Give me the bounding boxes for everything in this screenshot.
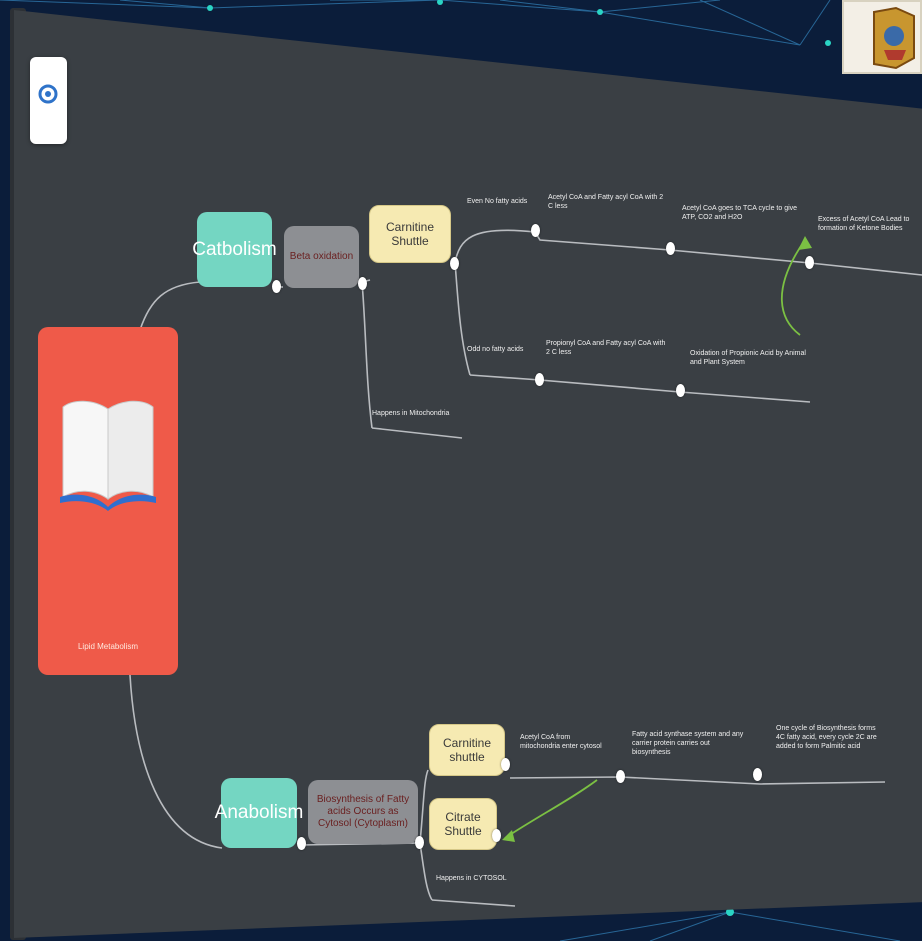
root-label: Lipid Metabolism (77, 642, 139, 651)
even-step3[interactable]: Excess of Acetyl CoA Lead to formation o… (818, 216, 910, 232)
collapse-dot[interactable] (676, 384, 685, 397)
corner-logo (842, 0, 922, 74)
anabolism-step3[interactable]: One cycle of Biosynthesis forms 4C fatty… (776, 725, 877, 750)
mitochondria-location[interactable]: Happens in Mitochondria (372, 410, 450, 417)
target-icon (38, 84, 58, 104)
open-book-icon (60, 400, 156, 511)
collapse-dot[interactable] (531, 224, 540, 237)
even-step1[interactable]: Acetyl CoA and Fatty acyl CoA with 2 C l… (548, 194, 664, 210)
biosynthesis-node[interactable]: Biosynthesis of Fatty acids Occurs as Cy… (308, 780, 418, 844)
toolbar-button[interactable] (30, 57, 67, 144)
anabolism-carnitine-node[interactable]: Carnitine shuttle (429, 724, 505, 776)
collapse-dot[interactable] (272, 280, 281, 293)
even-fatty-acids-label[interactable]: Even No fatty acids (467, 198, 528, 205)
collapse-dot[interactable] (753, 768, 762, 781)
root-node[interactable]: Lipid Metabolism (38, 327, 178, 675)
emblem-logo-icon (873, 6, 915, 70)
collapse-dot[interactable] (492, 829, 501, 842)
citrate-shuttle-node[interactable]: Citrate Shuttle (429, 798, 497, 850)
beta-oxidation-node[interactable]: Beta oxidation (284, 226, 359, 288)
collapse-dot[interactable] (501, 758, 510, 771)
anabolism-node[interactable]: Anabolism (215, 778, 303, 848)
collapse-dot[interactable] (358, 277, 367, 290)
anabolism-step1[interactable]: Acetyl CoA from mitochondria enter cytos… (520, 734, 602, 750)
collapse-dot[interactable] (297, 837, 306, 850)
collapse-dot[interactable] (616, 770, 625, 783)
collapse-dot[interactable] (805, 256, 814, 269)
odd-step1[interactable]: Propionyl CoA and Fatty acyl CoA with 2 … (546, 340, 666, 356)
collapse-dot[interactable] (450, 257, 459, 270)
anabolism-step2[interactable]: Fatty acid synthase system and any carri… (632, 731, 744, 756)
catabolism-node[interactable]: Catbolism (192, 212, 277, 287)
odd-step2[interactable]: Oxidation of Propionic Acid by Animal an… (690, 350, 806, 366)
collapse-dot[interactable] (535, 373, 544, 386)
cytosol-location[interactable]: Happens in CYTOSOL (436, 875, 507, 882)
even-step2[interactable]: Acetyl CoA goes to TCA cycle to give ATP… (682, 205, 798, 221)
odd-fatty-acids-label[interactable]: Odd no fatty acids (467, 346, 524, 353)
collapse-dot[interactable] (415, 836, 424, 849)
collapse-dot[interactable] (666, 242, 675, 255)
carnitine-shuttle-node[interactable]: Carnitine Shuttle (369, 205, 451, 263)
